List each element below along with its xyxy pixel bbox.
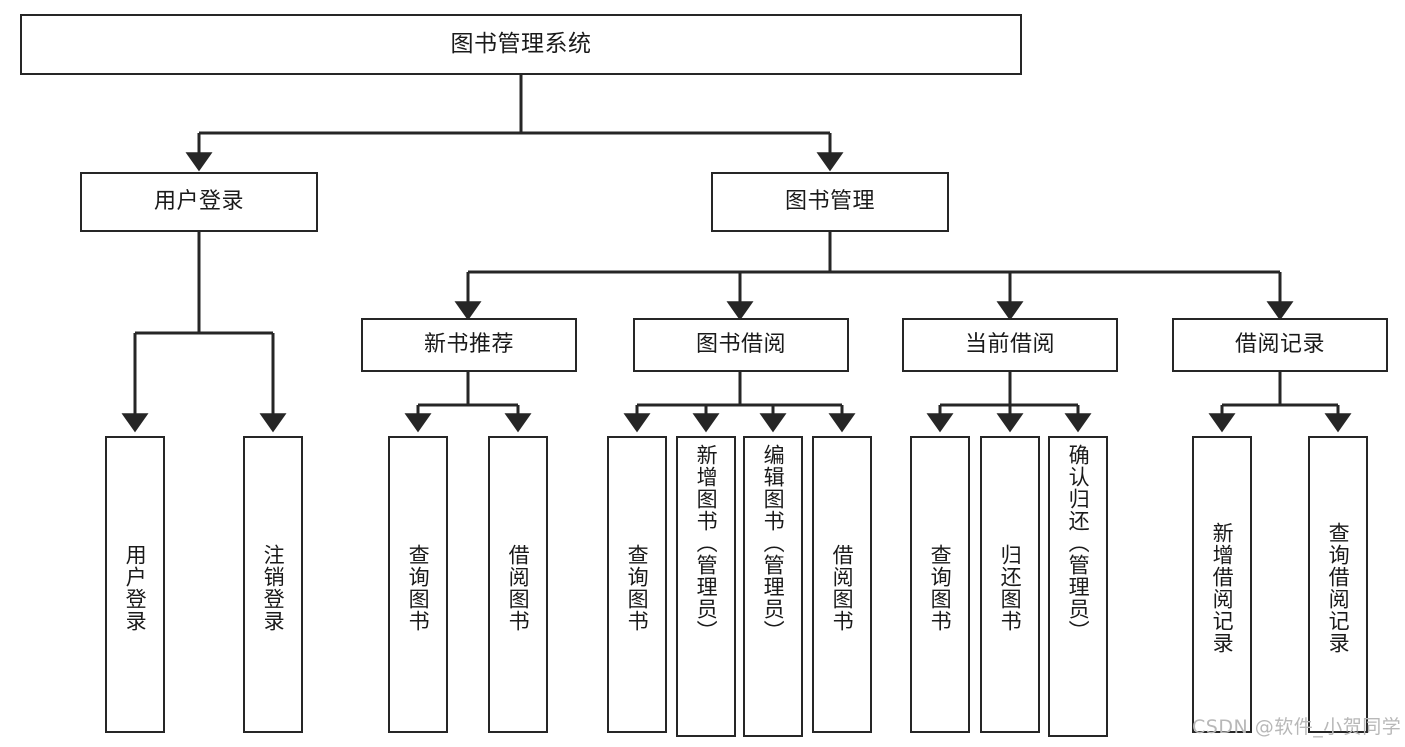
node-label: 查询图书 (625, 543, 650, 632)
node-label: 用户登录 (153, 189, 244, 215)
leaf-logout[interactable]: 注销登录 (243, 436, 303, 733)
node-label: 查询图书 (928, 543, 953, 632)
leaf-current-confirm-return-admin[interactable]: 确认归还（管理员） (1048, 436, 1108, 737)
leaf-record-add-borrow-record[interactable]: 新增借阅记录 (1192, 436, 1252, 733)
leaf-current-return-book[interactable]: 归还图书 (980, 436, 1040, 733)
node-label: 查询借阅记录 (1326, 521, 1351, 654)
node-label: 查询图书 (406, 543, 431, 632)
node-label: 编辑图书（管理员） (761, 444, 786, 642)
node-label: 确认归还（管理员） (1066, 444, 1091, 642)
leaf-borrow-add-book-admin[interactable]: 新增图书（管理员） (676, 436, 736, 737)
node-book-management[interactable]: 图书管理 (711, 172, 949, 232)
node-label: 图书管理 (784, 189, 875, 215)
node-label: 新增借阅记录 (1210, 521, 1235, 654)
node-label: 图书管理系统 (450, 30, 592, 57)
node-label: 用户登录 (123, 543, 148, 632)
node-label: 当前借阅 (964, 332, 1055, 358)
leaf-current-query-book[interactable]: 查询图书 (910, 436, 970, 733)
leaf-borrow-borrow-book[interactable]: 借阅图书 (812, 436, 872, 733)
node-label: 归还图书 (998, 543, 1023, 632)
node-label: 新增图书（管理员） (694, 444, 719, 642)
node-label: 借阅图书 (830, 543, 855, 632)
node-borrow-record[interactable]: 借阅记录 (1172, 318, 1388, 372)
node-label: 新书推荐 (423, 332, 514, 358)
leaf-user-login[interactable]: 用户登录 (105, 436, 165, 733)
node-book-borrow[interactable]: 图书借阅 (633, 318, 849, 372)
node-label: 注销登录 (261, 543, 286, 632)
leaf-newbook-borrow-book[interactable]: 借阅图书 (488, 436, 548, 733)
node-user-login[interactable]: 用户登录 (80, 172, 318, 232)
leaf-borrow-edit-book-admin[interactable]: 编辑图书（管理员） (743, 436, 803, 737)
leaf-record-query-borrow-record[interactable]: 查询借阅记录 (1308, 436, 1368, 733)
node-new-book-recommend[interactable]: 新书推荐 (361, 318, 577, 372)
node-label: 借阅图书 (506, 543, 531, 632)
node-root-book-management-system[interactable]: 图书管理系统 (20, 14, 1022, 75)
leaf-borrow-query-book[interactable]: 查询图书 (607, 436, 667, 733)
node-label: 借阅记录 (1234, 332, 1325, 358)
csdn-watermark: CSDN @软件_小贺同学 (1192, 716, 1402, 738)
node-label: 图书借阅 (695, 332, 786, 358)
node-current-borrow[interactable]: 当前借阅 (902, 318, 1118, 372)
leaf-newbook-query-book[interactable]: 查询图书 (388, 436, 448, 733)
